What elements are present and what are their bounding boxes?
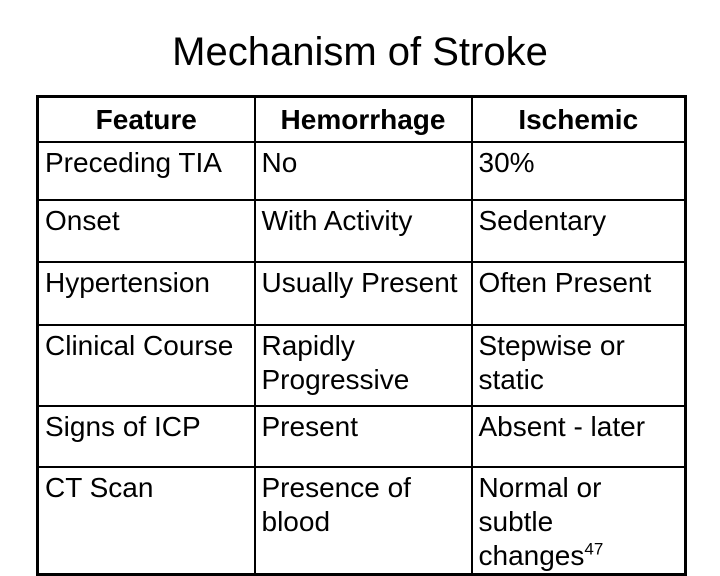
column-header-feature: Feature (36, 95, 256, 143)
cell-feature: Onset (36, 199, 256, 263)
cell-ischemic: Normal or subtle changes47 (470, 466, 687, 576)
cell-ischemic: 30% (470, 141, 687, 201)
cell-ischemic-text: Normal or subtle changes (478, 472, 602, 571)
cell-hemorrhage: Usually Present (253, 261, 473, 326)
table-row-ct-scan: CT Scan Presence of blood Normal or subt… (36, 466, 687, 576)
footnote-reference: 47 (584, 539, 604, 559)
cell-feature: Preceding TIA (36, 141, 256, 201)
cell-ischemic: Sedentary (470, 199, 687, 263)
cell-ischemic: Absent - later (470, 405, 687, 468)
cell-hemorrhage: With Activity (253, 199, 473, 263)
table-row-clinical-course: Clinical Course Rapidly Progressive Step… (36, 324, 687, 407)
cell-hemorrhage: No (253, 141, 473, 201)
cell-feature: Hypertension (36, 261, 256, 326)
table-row-signs-of-icp: Signs of ICP Present Absent - later (36, 405, 687, 468)
column-header-hemorrhage: Hemorrhage (253, 95, 473, 143)
cell-feature: Signs of ICP (36, 405, 256, 468)
stroke-mechanism-table: Feature Hemorrhage Ischemic Preceding TI… (36, 95, 687, 576)
table-row-onset: Onset With Activity Sedentary (36, 199, 687, 263)
cell-hemorrhage: Present (253, 405, 473, 468)
table-row-preceding-tia: Preceding TIA No 30% (36, 141, 687, 201)
cell-hemorrhage: Presence of blood (253, 466, 473, 576)
table-row-hypertension: Hypertension Usually Present Often Prese… (36, 261, 687, 326)
column-header-ischemic: Ischemic (470, 95, 687, 143)
cell-feature: Clinical Course (36, 324, 256, 407)
cell-ischemic: Often Present (470, 261, 687, 326)
cell-feature: CT Scan (36, 466, 256, 576)
slide-title: Mechanism of Stroke (172, 30, 548, 74)
table-header-row: Feature Hemorrhage Ischemic (36, 95, 687, 143)
slide: { "slide": { "title": "Mechanism of Stro… (36, 30, 687, 576)
cell-hemorrhage: Rapidly Progressive (253, 324, 473, 407)
cell-ischemic: Stepwise or static (470, 324, 687, 407)
